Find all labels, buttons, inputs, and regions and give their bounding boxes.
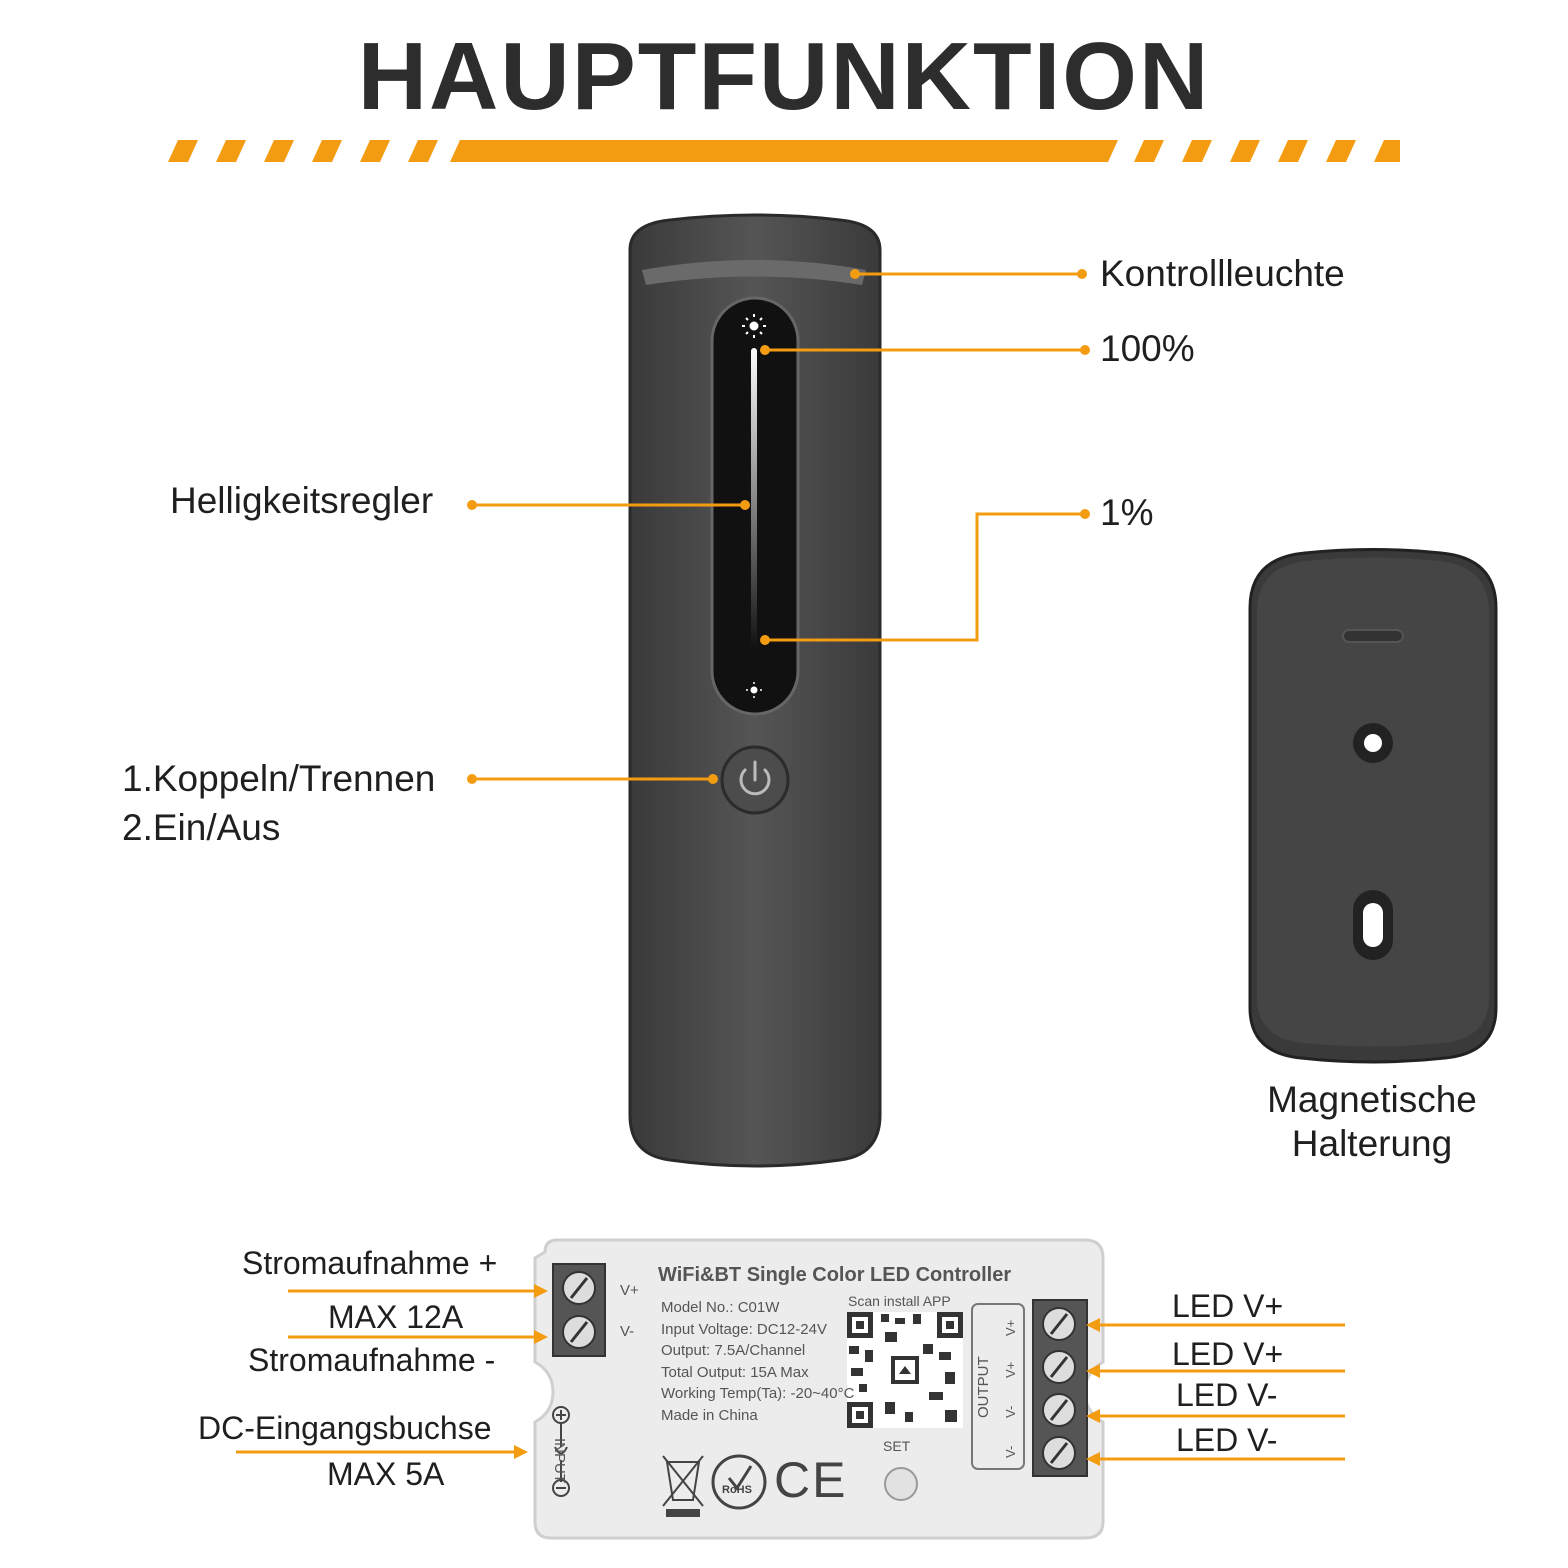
label-brightness-slider: Helligkeitsregler [170, 480, 434, 521]
set-label: SET [883, 1438, 911, 1454]
led-controller [533, 1238, 1105, 1540]
spec-line: Input Voltage: DC12-24V [661, 1320, 827, 1338]
scan-text: Scan install APP [848, 1293, 951, 1309]
set-button [884, 1467, 918, 1501]
label-dc-jack: DC-Eingangsbuchse [198, 1410, 492, 1446]
indicator-light [642, 260, 866, 285]
label-min-brightness: 1% [1100, 492, 1154, 533]
ce-mark: CE [774, 1452, 848, 1508]
label-led-v-minus: LED V- [1176, 1422, 1278, 1458]
input-terminal-label: V- [620, 1323, 635, 1340]
label-indicator: Kontrollleuchte [1100, 253, 1345, 294]
sun-large-icon [742, 314, 766, 338]
input-terminal-label: V+ [620, 1282, 639, 1299]
controller-leader-lines [236, 1284, 1345, 1466]
remote-leader-lines [467, 269, 1090, 784]
spec-line: Working Temp(Ta): -20~40°C [661, 1385, 855, 1402]
label-max-12a: MAX 12A [328, 1299, 464, 1335]
weee-bin-icon [662, 1455, 704, 1517]
page-title: HAUPTFUNKTION [357, 23, 1211, 130]
label-button-line2: 2.Ein/Aus [122, 807, 281, 848]
label-led-v-plus: LED V+ [1172, 1336, 1284, 1372]
label-led-v-plus: LED V+ [1172, 1288, 1284, 1324]
rohs-text: RoHS [722, 1484, 752, 1496]
spec-line: Made in China [661, 1406, 758, 1424]
qr-code-icon [847, 1312, 963, 1428]
holder-label-line1: Magnetische [1267, 1079, 1477, 1120]
magnetic-holder [1248, 548, 1498, 1064]
label-max-5a: MAX 5A [327, 1456, 445, 1492]
controller-specs: Model No.: C01W Input Voltage: DC12-24V … [661, 1297, 854, 1426]
spec-line: Output: 7.5A/Channel [661, 1342, 806, 1359]
spec-line: Total Output: 15A Max [661, 1363, 809, 1381]
label-button-line1: 1.Koppeln/Trennen [122, 758, 436, 799]
title-divider [168, 140, 1400, 162]
spec-line: Model No.: C01W [661, 1299, 780, 1316]
label-power-minus: Stromaufnahme - [248, 1342, 496, 1378]
label-led-v-minus: LED V- [1176, 1377, 1278, 1413]
label-power-plus: Stromaufnahme + [242, 1245, 498, 1281]
power-icon [739, 760, 771, 796]
sun-small-icon [746, 682, 762, 698]
rohs-icon [711, 1454, 767, 1510]
holder-label-line2: Halterung [1291, 1123, 1453, 1164]
controller-heading: WiFi&BT Single Color LED Controller [658, 1264, 1012, 1286]
remote-control [628, 213, 882, 1168]
label-max-brightness: 100% [1100, 328, 1195, 369]
